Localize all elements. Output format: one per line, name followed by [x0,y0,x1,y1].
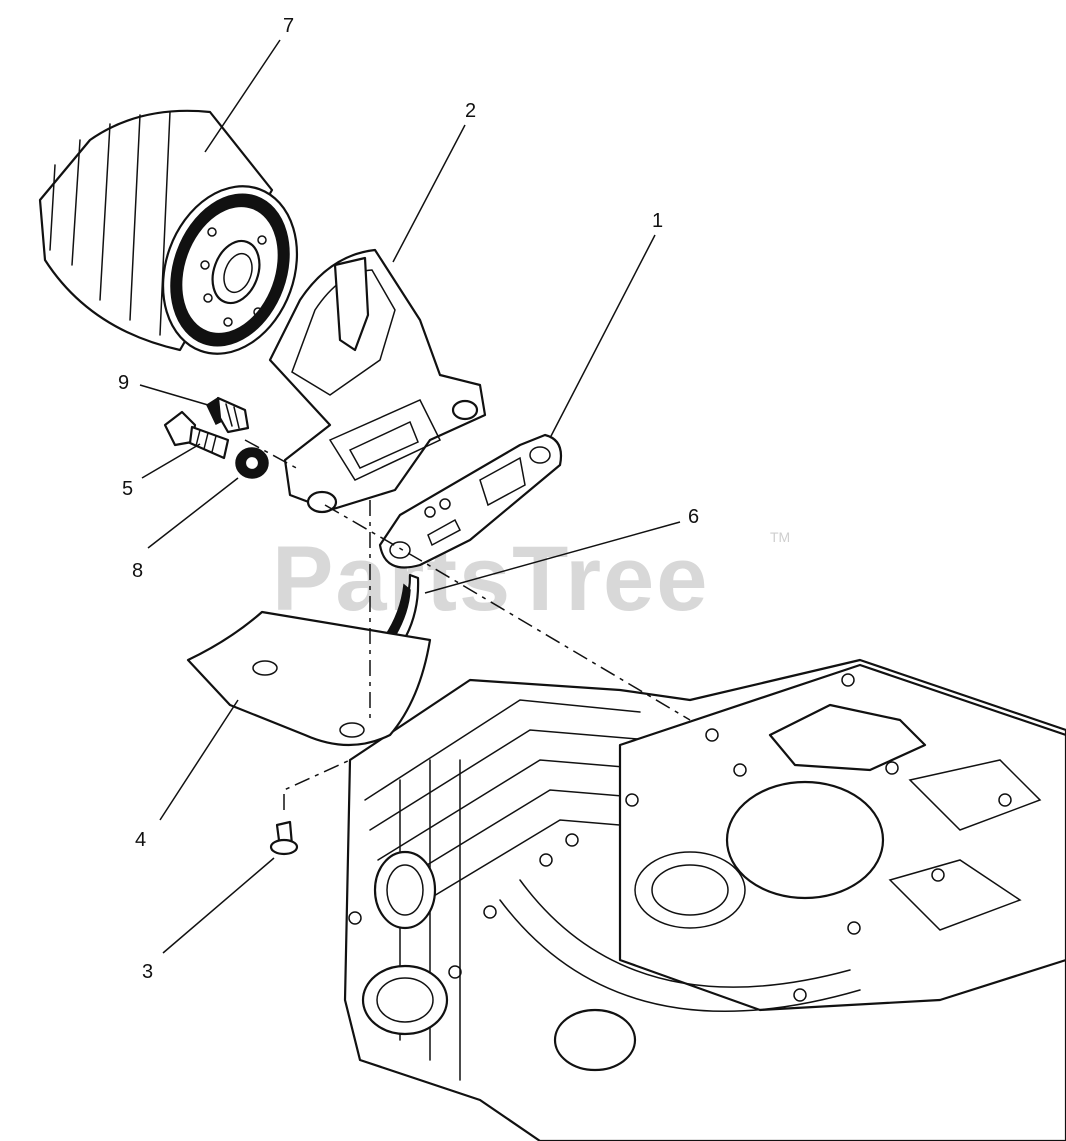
assembly-lines [244,439,691,810]
callout-6: 6 [688,506,699,528]
part-4-baffle [186,610,432,747]
callout-5: 5 [122,478,133,500]
callout-4: 4 [135,829,146,851]
part-1-gasket [378,433,563,569]
part-5-bolt [163,410,230,460]
part-7-oil-filter [38,109,299,355]
part-9-plug [206,396,250,434]
part-2-filter-adapter [268,248,487,514]
callout-1: 1 [652,210,663,232]
part-8-washer [235,447,269,479]
watermark-trademark: TM [770,529,790,545]
watermark: PartsTree TM [272,528,790,630]
leader-lines [139,39,681,954]
watermark-text: PartsTree [272,528,709,630]
callout-9: 9 [118,372,129,394]
callout-7: 7 [283,15,294,37]
engine-block [343,658,1066,1141]
callout-8: 8 [132,560,143,582]
callout-labels: 7 2 1 9 5 8 6 4 3 [118,15,699,983]
callout-3: 3 [142,961,153,983]
callout-2: 2 [465,100,476,122]
part-3-screw [269,820,299,856]
